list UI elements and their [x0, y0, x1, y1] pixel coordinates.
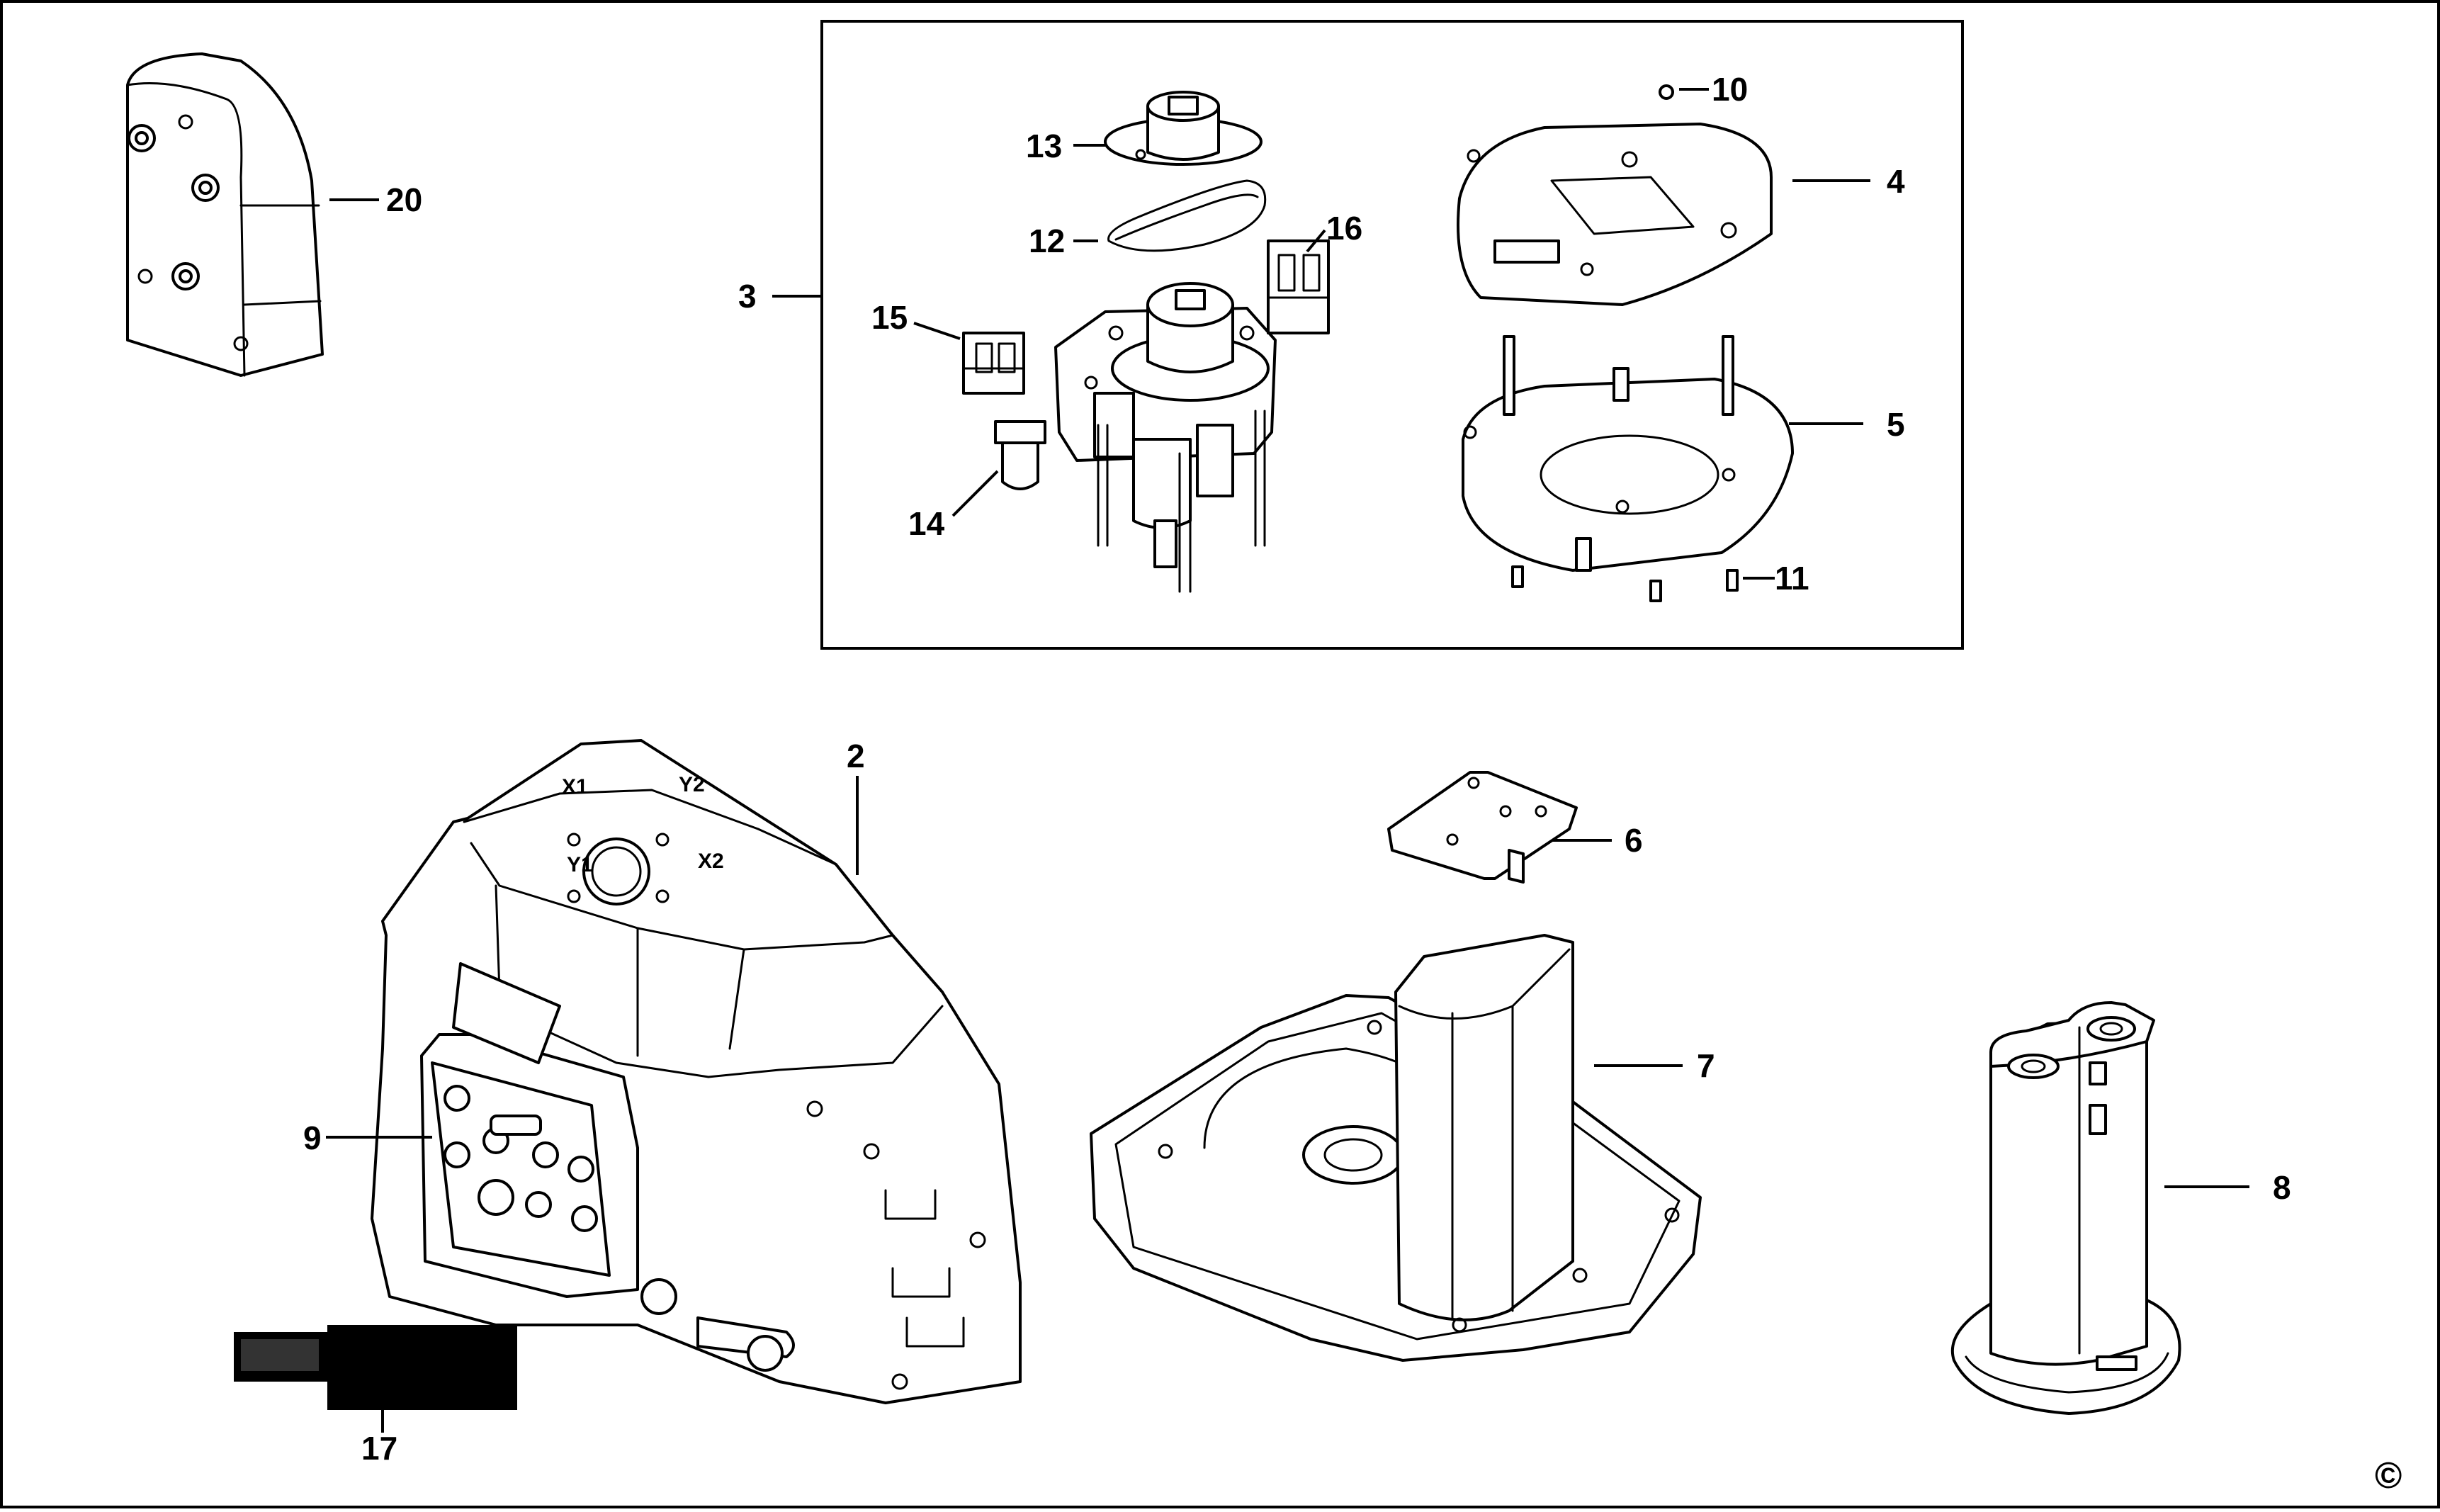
callout-10: 10 — [1712, 71, 1748, 108]
part-8-battery-pack — [1950, 1001, 2181, 1415]
copyright-symbol: © — [2375, 1455, 2402, 1496]
part-2-main-housing — [371, 739, 1022, 1404]
part-11-screws — [1511, 565, 1739, 602]
callout-7: 7 — [1697, 1047, 1715, 1084]
callout-2: 2 — [847, 738, 865, 774]
part-6-bracket-plate — [1387, 771, 1578, 884]
housing-marking-x1: X1 — [562, 775, 588, 799]
callout-5: 5 — [1887, 406, 1905, 443]
callout-16: 16 — [1326, 210, 1362, 247]
callout-20: 20 — [386, 181, 422, 218]
part-7-base-housing — [1090, 934, 1702, 1362]
part-16-sensor-bracket — [1267, 239, 1330, 334]
callout-12: 12 — [1029, 222, 1065, 259]
callout-14: 14 — [908, 505, 945, 542]
part-10-screw — [1659, 84, 1674, 100]
callout-11: 11 — [1775, 560, 1809, 597]
callout-15: 15 — [871, 299, 908, 336]
callout-9: 9 — [303, 1119, 322, 1156]
housing-marking-y2: Y2 — [679, 773, 705, 796]
callout-13: 13 — [1026, 128, 1062, 164]
assembly-3-frame — [820, 20, 1964, 650]
leader-14 — [951, 470, 999, 517]
leader-15 — [913, 322, 961, 340]
callout-8: 8 — [2273, 1169, 2291, 1206]
part-14-motor — [994, 420, 1046, 490]
rotor-assembly — [1054, 282, 1277, 593]
part-15-sensor-bracket — [962, 332, 1025, 395]
callout-6: 6 — [1625, 822, 1643, 859]
part-20-side-cover — [126, 52, 324, 377]
callout-17: 17 — [361, 1430, 397, 1467]
part-4-circuit-plate — [1457, 123, 1773, 306]
part-12-belt — [1107, 179, 1267, 252]
housing-marking-x2: X2 — [698, 850, 724, 873]
housing-marking-y1: Y1 — [567, 853, 593, 876]
leader-16 — [1306, 229, 1326, 253]
callout-3: 3 — [738, 278, 757, 315]
part-5-base-plate — [1462, 335, 1794, 572]
part-17-label — [234, 1325, 517, 1410]
part-13-rotor-head — [1104, 91, 1263, 166]
callout-4: 4 — [1887, 163, 1905, 200]
